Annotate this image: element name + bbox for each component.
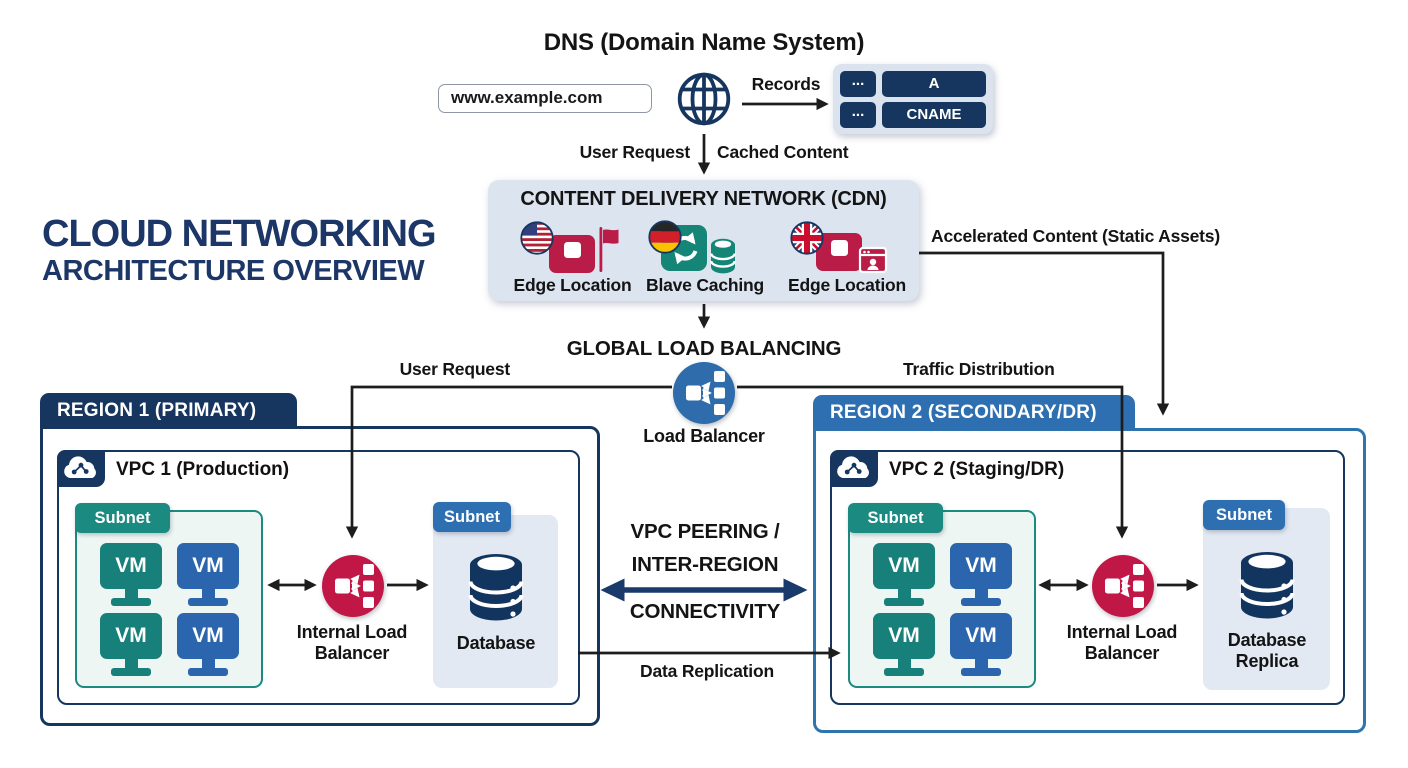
dns-records-panel: ... A ... CNAME (833, 64, 993, 134)
vpc-cloud-icon (57, 450, 105, 487)
vpc-cloud-icon (830, 450, 878, 487)
records-label: Records (751, 74, 821, 94)
vm-label: VM (950, 543, 1012, 589)
region1-db-subnet-tab: Subnet (433, 502, 511, 532)
vm-icon: VM (950, 543, 1012, 606)
accelerated-content-line (919, 251, 1170, 416)
record-type-cname: CNAME (882, 102, 986, 128)
record-dots-cell: ... (840, 71, 876, 97)
peering-text-line3: CONNECTIVITY (629, 600, 781, 623)
region1-subnet-tab: Subnet (75, 503, 170, 533)
vm-icon: VM (177, 613, 239, 676)
vm-label: VM (100, 613, 162, 659)
germany-flag-icon (648, 220, 682, 254)
domain-input: www.example.com (438, 84, 652, 113)
region2-db-subnet-tab: Subnet (1203, 500, 1285, 530)
vm-label: VM (873, 543, 935, 589)
cdn-title: CONTENT DELIVERY NETWORK (CDN) (520, 188, 887, 210)
record-type-a: A (882, 71, 986, 97)
cdn-item-label: Edge Location (513, 275, 632, 295)
vm-icon: VM (100, 543, 162, 606)
cdn-item-label: Blave Caching (646, 275, 764, 295)
glb-title: GLOBAL LOAD BALANCING (566, 337, 842, 360)
vm-icon: VM (177, 543, 239, 606)
record-dots-cell: ... (840, 102, 876, 128)
main-title-line1: CLOUD NETWORKING (42, 213, 437, 255)
database-icon (464, 550, 528, 624)
vpc1-label: VPC 1 (Production) (116, 459, 290, 480)
vm-icon: VM (873, 543, 935, 606)
globe-icon (676, 71, 732, 127)
database-icon (1235, 548, 1299, 622)
vm-label: VM (100, 543, 162, 589)
vm-label: VM (950, 613, 1012, 659)
region2-header: REGION 2 (SECONDARY/DR) (813, 395, 1135, 430)
region1-header: REGION 1 (PRIMARY) (40, 393, 297, 428)
peering-text-line1: VPC PEERING / (630, 520, 780, 543)
vm-label: VM (177, 543, 239, 589)
load-balancer-glyph (322, 555, 384, 617)
load-balancer-glyph (673, 362, 735, 424)
global-load-balancer-icon (673, 362, 735, 424)
peering-text-line2: INTER-REGION (631, 553, 779, 576)
load-balancer-glyph (1092, 555, 1154, 617)
cdn-item-label: Edge Location (788, 275, 906, 295)
internal-load-balancer-icon (1092, 555, 1154, 617)
region1-db-label: Database (456, 633, 536, 653)
vm-icon: VM (873, 613, 935, 676)
region2-subnet-tab: Subnet (848, 503, 943, 533)
traffic-distribution-label: Traffic Distribution (903, 359, 1055, 379)
region1-ilb-label: Internal Load Balancer (296, 622, 408, 663)
vm-label: VM (873, 613, 935, 659)
internal-load-balancer-icon (322, 555, 384, 617)
dns-title: DNS (Domain Name System) (543, 29, 865, 56)
uk-flag-icon (790, 221, 824, 255)
dns-user-request-label: User Request (579, 142, 691, 162)
us-flag-icon (520, 221, 554, 255)
edge-location-icon (543, 221, 619, 279)
data-replication-label: Data Replication (640, 661, 774, 681)
accelerated-content-label: Accelerated Content (Static Assets) (931, 226, 1220, 246)
load-balancer-label: Load Balancer (643, 426, 765, 446)
region2-db-label: Database Replica (1227, 630, 1307, 671)
glb-user-request-label: User Request (399, 359, 511, 379)
vpc2-label: VPC 2 (Staging/DR) (889, 459, 1065, 480)
vm-label: VM (177, 613, 239, 659)
region2-ilb-label: Internal Load Balancer (1066, 622, 1178, 663)
vm-icon: VM (100, 613, 162, 676)
dns-cached-content-label: Cached Content (717, 142, 849, 162)
main-title-line2: ARCHITECTURE OVERVIEW (42, 255, 425, 287)
vm-icon: VM (950, 613, 1012, 676)
